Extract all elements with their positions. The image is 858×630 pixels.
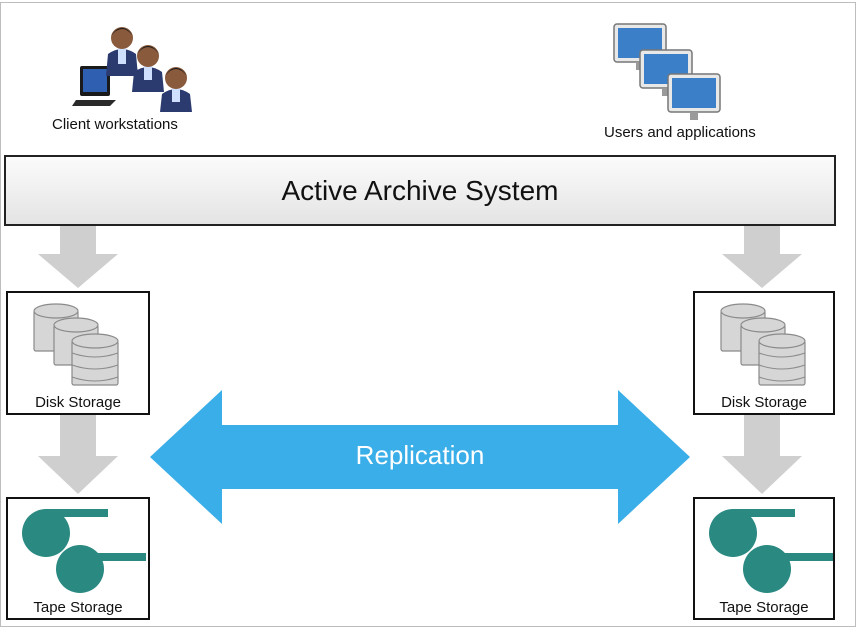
right-disk-storage-box: Disk Storage — [693, 291, 835, 415]
banner-title: Active Archive System — [281, 174, 559, 206]
right-tape-storage-box: Tape Storage — [693, 497, 835, 620]
client-workstations-label: Client workstations — [52, 116, 178, 133]
tape-reel-icon — [22, 509, 146, 593]
users-applications-label: Users and applications — [604, 124, 756, 141]
arrow-down-icon — [722, 414, 802, 494]
arrow-down-icon — [38, 226, 118, 288]
left-disk-storage-box: Disk Storage — [6, 291, 150, 415]
arrow-down-icon — [722, 226, 802, 288]
tape-reel-icon — [709, 509, 833, 593]
disk-stack-icon — [720, 303, 806, 386]
tape-storage-label: Tape Storage — [719, 599, 809, 616]
replication-double-arrow — [150, 390, 690, 524]
tape-storage-label: Tape Storage — [33, 599, 123, 616]
disk-storage-label: Disk Storage — [35, 394, 121, 411]
client-workstations-icon — [72, 27, 192, 112]
disk-stack-icon — [33, 303, 119, 386]
left-tape-storage-box: Tape Storage — [6, 497, 150, 620]
replication-label: Replication — [355, 440, 485, 470]
arrow-down-icon — [38, 414, 118, 494]
monitors-icon — [613, 23, 721, 120]
active-archive-system-banner: Active Archive System — [4, 155, 836, 226]
disk-storage-label: Disk Storage — [721, 394, 807, 411]
